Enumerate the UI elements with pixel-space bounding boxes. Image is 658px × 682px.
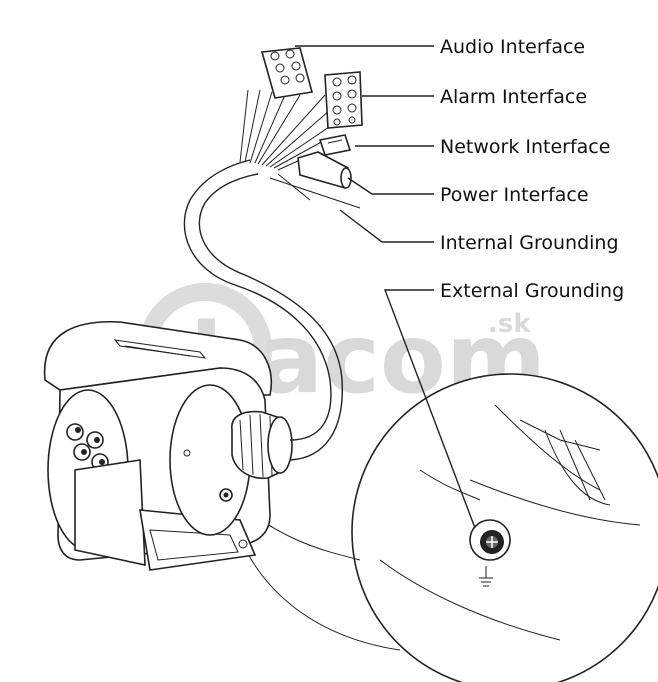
label-network-interface: Network Interface (440, 136, 610, 158)
watermark-suffix: .sk (488, 309, 531, 339)
label-alarm-interface: Alarm Interface (440, 86, 587, 108)
ground-symbol-icon (479, 566, 493, 587)
zoom-detail-circle (351, 373, 658, 682)
leader-power (347, 177, 434, 195)
wire-harness (239, 89, 361, 209)
label-audio-interface: Audio Interface (440, 36, 585, 58)
leader-external-grounding (383, 289, 476, 529)
network-connector (318, 134, 352, 156)
label-power-interface: Power Interface (440, 184, 589, 206)
power-connector (297, 151, 352, 190)
alarm-terminal-block (324, 71, 363, 129)
grounding-screw-icon (469, 519, 511, 561)
audio-terminal-block (260, 47, 314, 99)
label-external-grounding: External Grounding (440, 280, 624, 302)
label-internal-grounding: Internal Grounding (440, 232, 619, 254)
callout-labels: Audio Interface Alarm Interface Network … (440, 36, 624, 302)
leader-lines (295, 45, 476, 529)
leader-internal-grounding (339, 209, 434, 243)
main-cable (183, 159, 343, 461)
camera-body (43, 320, 293, 571)
